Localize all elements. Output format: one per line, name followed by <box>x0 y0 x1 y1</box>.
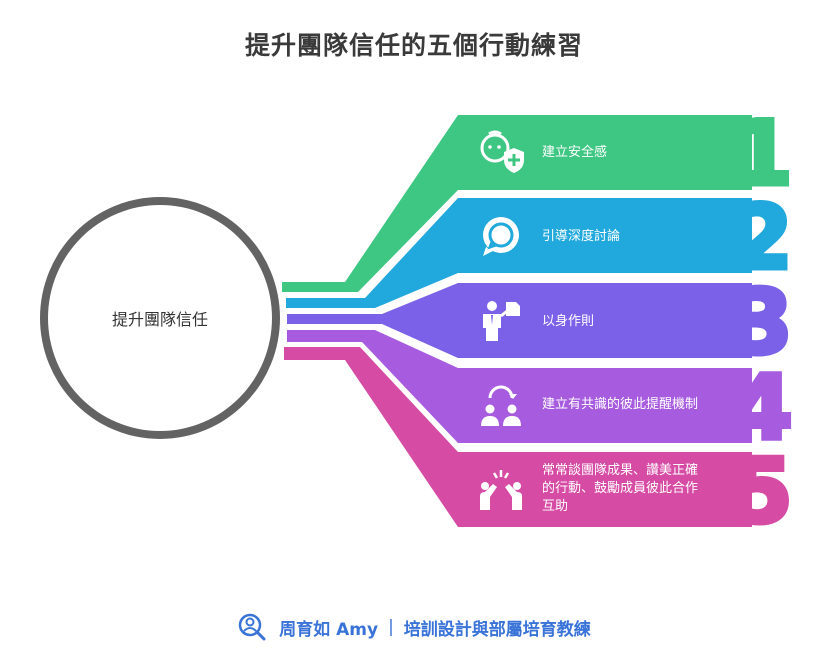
high-five-icon <box>480 470 522 510</box>
team-cycle-icon <box>481 385 521 426</box>
footer: 周育如 Amy | 培訓設計與部屬培育教練 <box>0 612 828 642</box>
chat-bubble-icon <box>483 217 519 256</box>
step-number-4: 4 <box>729 356 795 459</box>
page-title: 提升團隊信任的五個行動練習 <box>244 31 583 60</box>
step-label-3: 以身作則 <box>542 314 595 329</box>
step-number-1: 1 <box>729 102 795 205</box>
hub-circle <box>40 197 280 439</box>
step-label-5: 常常談團隊成果、讚美正確的行動、鼓勵成員彼此合作互助 <box>542 463 699 514</box>
step-label-2: 引導深度討論 <box>542 229 621 244</box>
footer-tagline: 培訓設計與部屬培育教練 <box>403 619 591 640</box>
footer-name: 周育如 Amy <box>279 619 379 640</box>
hub-label: 提升團隊信任 <box>111 310 208 329</box>
footer-separator: | <box>388 617 394 637</box>
person-search-icon <box>238 613 266 641</box>
ribbon-4 <box>287 330 752 443</box>
presenter-icon <box>483 301 520 341</box>
step-number-3: 3 <box>729 271 795 374</box>
step-label-4: 建立有共識的彼此提醒機制 <box>542 397 699 412</box>
step-number-5: 5 <box>729 440 795 543</box>
ribbon-3 <box>287 283 752 358</box>
step-number-2: 2 <box>729 186 795 289</box>
step-label-1: 建立安全感 <box>542 145 608 160</box>
ribbon-5 <box>284 347 752 527</box>
baby-shield-icon <box>480 130 524 173</box>
ribbon-1 <box>282 115 752 292</box>
ribbon-2 <box>286 198 752 308</box>
